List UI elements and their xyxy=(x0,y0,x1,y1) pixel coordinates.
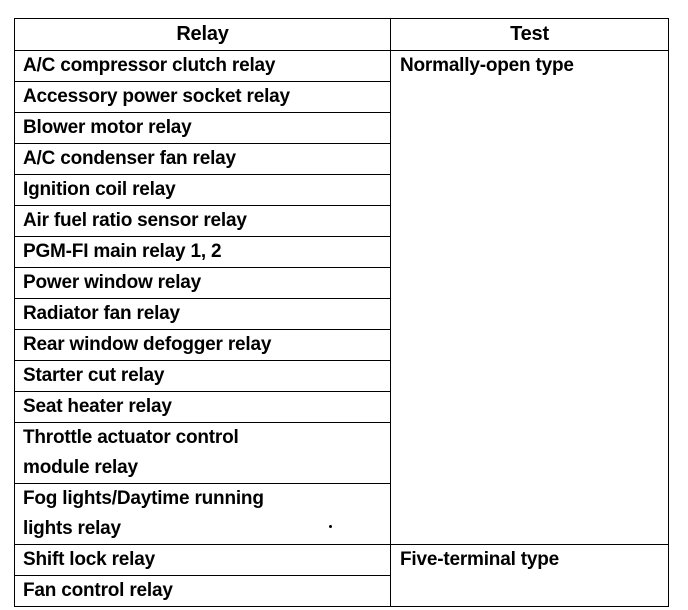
table-row: A/C compressor clutch relay Normally-ope… xyxy=(14,50,669,545)
test-type-normally-open: Normally-open type xyxy=(390,50,669,545)
relay-name: Throttle actuator control module relay xyxy=(14,422,391,484)
relay-name: Blower motor relay xyxy=(14,112,391,144)
column-header-relay: Relay xyxy=(14,18,391,51)
relay-name: A/C compressor clutch relay xyxy=(14,50,391,82)
relay-name: Power window relay xyxy=(14,267,391,299)
relay-name: Air fuel ratio sensor relay xyxy=(14,205,391,237)
test-type-five-terminal: Five-terminal type xyxy=(390,544,669,607)
relay-name: Shift lock relay xyxy=(14,544,391,576)
relay-name: Rear window defogger relay xyxy=(14,329,391,361)
relay-name: Radiator fan relay xyxy=(14,298,391,330)
table-row: Shift lock relay Five-terminal type xyxy=(14,544,669,607)
table-row: Power window relay xyxy=(14,267,669,299)
table-row: Ignition coil relay xyxy=(14,174,669,206)
table-row: Air fuel ratio sensor relay xyxy=(14,205,669,237)
column-header-test: Test xyxy=(390,18,669,51)
table-body: A/C compressor clutch relay Normally-ope… xyxy=(14,50,669,607)
table-row: Starter cut relay xyxy=(14,360,669,392)
table-row: A/C condenser fan relay xyxy=(14,143,669,175)
table-row: Accessory power socket relay xyxy=(14,81,669,113)
scan-artifact-dot xyxy=(329,525,332,528)
relay-name: A/C condenser fan relay xyxy=(14,143,391,175)
relay-name: Ignition coil relay xyxy=(14,174,391,206)
table-header: Relay Test xyxy=(14,18,669,51)
relay-name: Accessory power socket relay xyxy=(14,81,391,113)
table-row: Radiator fan relay xyxy=(14,298,669,330)
table-row: Throttle actuator control module relay xyxy=(14,422,669,484)
relay-name: Fan control relay xyxy=(14,575,391,607)
table-row: Fan control relay xyxy=(14,575,669,607)
table-row: Fog lights/Daytime running lights relay xyxy=(14,483,669,545)
relay-name: Seat heater relay xyxy=(14,391,391,423)
relay-test-table: Relay Test A/C compressor clutch relay N… xyxy=(14,18,669,607)
table-row: Blower motor relay xyxy=(14,112,669,144)
relay-name: PGM-FI main relay 1, 2 xyxy=(14,236,391,268)
relay-name: Fog lights/Daytime running lights relay xyxy=(14,483,391,545)
header-row: Relay Test xyxy=(14,18,669,51)
table-row: PGM-FI main relay 1, 2 xyxy=(14,236,669,268)
relay-name: Starter cut relay xyxy=(14,360,391,392)
